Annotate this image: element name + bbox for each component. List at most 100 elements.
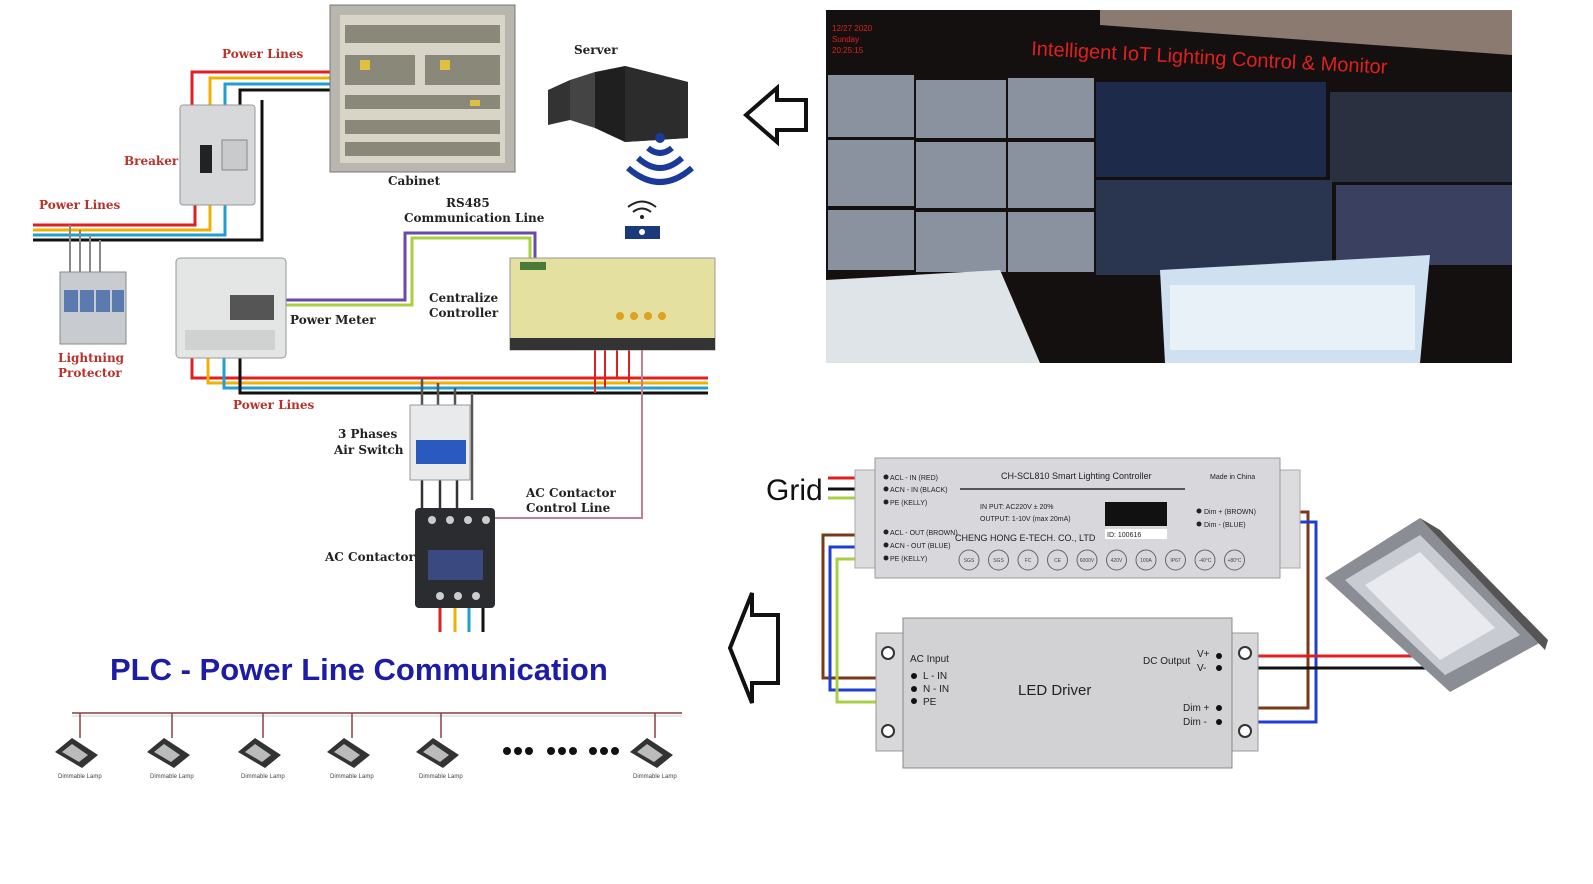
wiring (33, 70, 708, 632)
dimmable-lamp: Dimmable Lamp (630, 713, 677, 780)
dimmable-lamp: Dimmable Lamp (416, 713, 463, 780)
svg-text:IP67: IP67 (1170, 558, 1181, 564)
cert-badge: CE (1047, 549, 1068, 571)
svg-text:CE: CE (1054, 558, 1062, 564)
cabinet-label: Cabinet (388, 174, 441, 188)
acn-out-label: ACN - OUT (BLUE) (890, 543, 951, 550)
svg-text:SGS: SGS (993, 558, 1004, 564)
lamp-label: Dimmable Lamp (241, 774, 285, 780)
pe-in-label: PE (KELLY) (890, 500, 927, 507)
pe-label: PE (923, 697, 937, 708)
dim-plus-label: Dim + (BROWN) (1204, 509, 1256, 516)
server-label: Server (574, 43, 618, 57)
pe-out-label: PE (KELLY) (890, 556, 927, 563)
breaker-label: Breaker (124, 154, 179, 168)
grid-label: Grid (766, 474, 823, 507)
svg-text:-40°C: -40°C (1199, 558, 1212, 564)
breaker-image (179, 104, 256, 206)
v-plus-label: V+ (1197, 649, 1210, 660)
wireless-icon (626, 133, 694, 185)
ac-input-label: AC Input (910, 654, 949, 665)
lightning-protector-image (59, 271, 127, 345)
device-id: ID: 100616 (1107, 532, 1141, 539)
wifi-module-icon (625, 200, 660, 239)
ac-contactor-image (415, 508, 495, 608)
lamp-label: Dimmable Lamp (330, 774, 374, 780)
power-meter-image (175, 257, 287, 359)
lamp-label: Dimmable Lamp (633, 774, 677, 780)
n-in-label: N - IN (923, 684, 949, 695)
dimmable-lamp: Dimmable Lamp (147, 713, 194, 780)
acl-out-label: ACL - OUT (BROWN) (890, 530, 958, 537)
cert-badge: IP67 (1165, 549, 1186, 571)
svg-text:+80°C: +80°C (1227, 558, 1241, 564)
dimmable-lamp: Dimmable Lamp (238, 713, 285, 780)
cert-badge: SGS (958, 549, 980, 571)
controller-label-1: Centralize (429, 291, 498, 305)
led-driver (875, 617, 1259, 769)
ac-contactor-label: AC Contactor (324, 550, 415, 564)
rs485-label-1: RS485 (446, 196, 490, 210)
led-driver-title: LED Driver (1018, 682, 1091, 699)
lamp-label: Dimmable Lamp (419, 774, 463, 780)
lamp-label: Dimmable Lamp (150, 774, 194, 780)
dimmable-lamp: Dimmable Lamp (327, 713, 374, 780)
output-spec: OUTPUT: 1-10V (max 20mA) (980, 516, 1071, 523)
monitor-date: 12/27 2020 (832, 24, 873, 33)
air-switch-label-1: 3 Phases (338, 427, 397, 441)
monitor-day: Sunday (832, 35, 859, 44)
air-switch-image (409, 404, 471, 481)
plc-title: PLC - Power Line Communication (110, 652, 608, 687)
company-label: CHENG HONG E-TECH. CO., LTD (955, 533, 1096, 543)
cert-badge: -40°C (1194, 549, 1216, 571)
lamp-label: Dimmable Lamp (58, 774, 102, 780)
dimmable-lamp: Dimmable Lamp (55, 713, 102, 780)
ellipsis-dots (503, 747, 619, 755)
monitor-wall-photo (826, 10, 1512, 363)
v-minus-label: V- (1197, 663, 1206, 674)
svg-text:6000V: 6000V (1080, 558, 1095, 564)
centralize-controller-image (509, 257, 716, 351)
rs485-label-2: Communication Line (404, 211, 545, 225)
dc-output-label: DC Output (1143, 656, 1190, 667)
cert-badge: 100A (1135, 549, 1157, 571)
input-spec: IN PUT: AC220V ± 20% (980, 504, 1054, 511)
dim-plus-driver-label: Dim + (1183, 703, 1210, 714)
power-lines-label-bottom: Power Lines (233, 398, 315, 412)
power-lines-label-left: Power Lines (39, 198, 121, 212)
cert-badge: SGS (988, 549, 1009, 571)
monitor-time: 20:25:15 (832, 46, 864, 55)
controller-label-2: Controller (429, 306, 499, 320)
svg-text:100A: 100A (1140, 558, 1152, 564)
l-in-label: L - IN (923, 671, 947, 682)
lamp-bus (72, 712, 682, 717)
lightning-protector-label-2: Protector (58, 366, 122, 380)
cert-badge: 6000V (1076, 549, 1098, 571)
server-icon (548, 66, 688, 142)
svg-text:420V: 420V (1111, 558, 1123, 564)
cert-badge: 420V (1106, 549, 1127, 571)
made-in-label: Made in China (1210, 474, 1255, 481)
power-meter-label: Power Meter (290, 313, 376, 327)
arrow-left-large-icon (727, 592, 780, 704)
contactor-control-line-label-1: AC Contactor (525, 486, 616, 500)
cabinet-image (329, 4, 516, 173)
led-street-light-image (1325, 518, 1548, 692)
cert-badge: +80°C (1224, 549, 1245, 571)
svg-text:FC: FC (1025, 558, 1032, 564)
cert-badge: FC (1017, 549, 1039, 571)
contactor-control-line-label-2: Control Line (526, 501, 611, 515)
acl-in-label: ACL - IN (RED) (890, 475, 938, 482)
lightning-protector-label-1: Lightning (58, 351, 125, 365)
lamp-row: Dimmable Lamp Dimmable Lamp Dimmable Lam… (55, 713, 677, 780)
air-switch-label-2: Air Switch (333, 443, 404, 457)
arrow-left-icon (742, 83, 808, 147)
dim-minus-driver-label: Dim - (1183, 717, 1207, 728)
smart-lighting-controller: SGS SGS FC CE 6000V 420V 100A IP67 -40°C +80°C (854, 457, 1301, 579)
controller-title: CH-SCL810 Smart Lighting Controller (1001, 471, 1152, 481)
power-lines-label-top: Power Lines (222, 47, 304, 61)
dim-minus-label: Dim - (BLUE) (1204, 522, 1246, 529)
acn-in-label: ACN - IN (BLACK) (890, 487, 948, 494)
svg-text:SGS: SGS (964, 558, 975, 564)
